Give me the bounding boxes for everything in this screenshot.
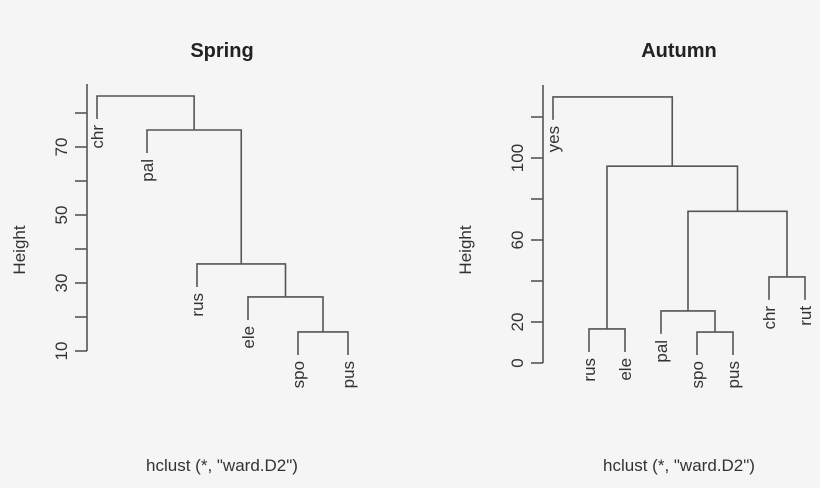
autumn-x-axis-label: hclust (*, "ward.D2") [603,456,755,475]
y-tick-label: 10 [52,342,71,361]
y-tick-label: 60 [508,231,527,250]
spring-leaf-labels: chr pal rus ele spo pus [88,125,358,389]
spring-title: Spring [190,40,253,62]
leaf-label-ele: ele [616,358,635,381]
merge-branch [196,263,287,297]
leaf-label-spo: spo [688,361,707,388]
leaf-label-yes: yes [544,126,563,152]
spring-dendrogram-panel: Spring Height hclust (*, "ward.D2") 10 30… [10,40,358,475]
spring-y-axis: 10 30 50 70 [52,84,88,361]
autumn-dendrogram-panel: Autumn Height hclust (*, "ward.D2") 0 20 6… [456,40,815,475]
autumn-title: Autumn [641,40,717,62]
merge-branch [552,96,674,167]
merge-branch [247,296,324,332]
leaf-label-chr: chr [760,306,779,330]
merge-branch [588,328,626,352]
merge-branch [687,210,788,311]
autumn-y-axis-label: Height [456,225,475,274]
merge-branch [96,95,195,130]
leaf-label-spo: spo [289,361,308,388]
merge-branch [696,331,734,356]
merge-branch [660,310,716,334]
leaf-label-rus: rus [188,293,207,317]
autumn-tree [552,96,806,356]
merge-branch [146,129,243,264]
y-tick-label: 100 [508,144,527,172]
leaf-label-pal: pal [138,159,157,182]
leaf-label-ele: ele [239,326,258,349]
leaf-label-rus: rus [580,358,599,382]
spring-x-axis-label: hclust (*, "ward.D2") [146,456,298,475]
y-tick-label: 70 [52,138,71,157]
y-tick-label: 50 [52,206,71,225]
merge-branch [768,276,806,300]
merge-branch [606,165,739,329]
leaf-label-chr: chr [88,125,107,149]
leaf-label-pal: pal [652,340,671,363]
merge-branch [297,331,349,355]
leaf-label-pus: pus [724,361,743,388]
y-tick-label: 30 [52,274,71,293]
leaf-label-pus: pus [339,361,358,388]
y-tick-label: 0 [508,358,527,367]
leaf-label-rut: rut [796,306,815,326]
spring-y-axis-label: Height [10,225,29,274]
spring-tree [96,95,349,355]
autumn-y-axis: 0 20 60 100 [508,85,544,368]
y-tick-label: 20 [508,313,527,332]
